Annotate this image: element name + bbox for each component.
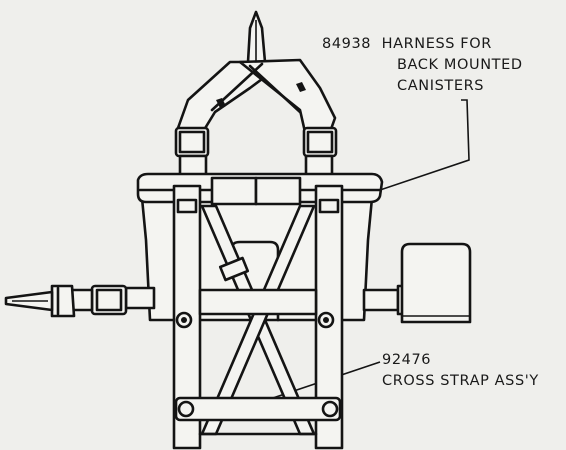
- harness-leader-line: [379, 99, 470, 191]
- cross-strap-assembly: [174, 204, 342, 436]
- cross-strap-part-number: 92476: [382, 352, 432, 368]
- harness-part-number: 84938: [322, 36, 372, 52]
- harness-label-line-3: CANISTERS: [397, 78, 485, 94]
- harness-label-line-1: HARNESS FOR: [381, 36, 492, 52]
- cross-strap-callout-label: 92476 CROSS STRAP ASS'Y: [382, 350, 539, 392]
- harness-label-line-2: BACK MOUNTED: [397, 57, 523, 73]
- cross-strap-label-line-1: CROSS STRAP ASS'Y: [382, 373, 539, 389]
- harness-callout-label: 84938 HARNESS FOR BACK MOUNTED CANISTERS: [322, 34, 523, 97]
- strap-buckle-right: [302, 126, 338, 178]
- canister-top-blocks: [210, 176, 302, 206]
- side-hose-left: [4, 284, 156, 318]
- side-hose-right: [362, 242, 472, 324]
- harness-straps: [176, 58, 337, 134]
- strap-buckle-left: [174, 126, 210, 178]
